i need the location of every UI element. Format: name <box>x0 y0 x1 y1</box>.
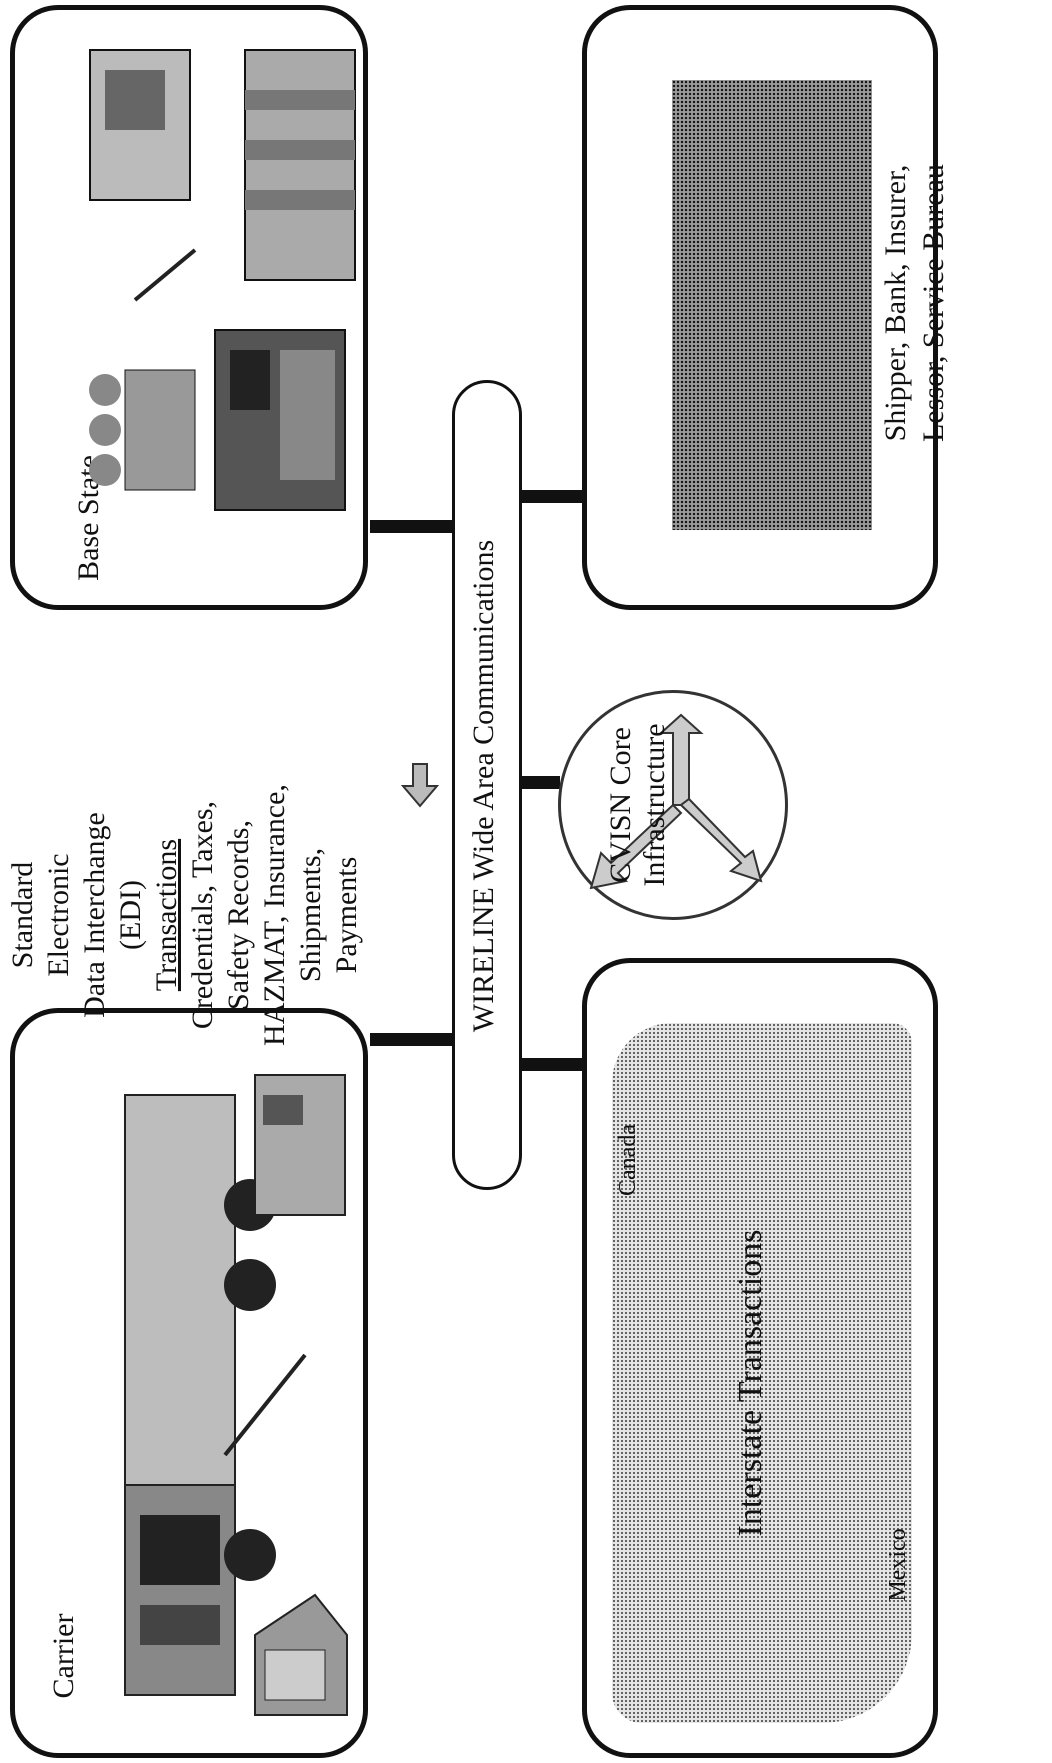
edi-line-10: Payments <box>330 856 363 974</box>
connector-base-state <box>370 520 452 533</box>
edi-line-5: Transactions <box>150 838 183 992</box>
connector-core <box>522 776 560 789</box>
interstate-transactions-label: Interstate Transactions <box>732 1229 769 1537</box>
wireline-bus: WIRELINE Wide Area Communications <box>452 380 522 1190</box>
base-state-box: Base State <box>10 5 368 610</box>
connector-carrier <box>370 1033 452 1046</box>
edi-line-7: Safety Records, <box>222 820 255 1010</box>
connector-shipper <box>522 490 582 503</box>
shipper-label-line2: Lessor, Service Bureau <box>917 164 950 442</box>
edi-text-block: Standard Electronic Data Interchange (ED… <box>5 625 395 1205</box>
tri-arrow-icon <box>589 713 763 890</box>
cvisn-core-label-line2: Infrastructure <box>638 723 671 887</box>
carrier-box: Carrier <box>10 1008 368 1758</box>
mexico-label: Mexico <box>885 1528 911 1602</box>
wireline-label: WIRELINE Wide Area Communications <box>467 539 500 1033</box>
shipper-label-line1: Shipper, Bank, Insurer, <box>879 164 912 442</box>
map-box: Canada Mexico Interstate Transactions <box>582 958 938 1758</box>
edi-line-3: Data Interchange <box>78 812 111 1018</box>
edi-line-9: Shipments, <box>294 847 327 983</box>
cvisn-core-label-line1: CVISN Core <box>604 727 637 883</box>
edi-line-6: Credentials, Taxes, <box>186 800 219 1030</box>
city-skyline-illustration <box>672 80 872 530</box>
arrow-right-icon <box>400 763 440 808</box>
edi-line-2: Electronic <box>42 853 75 977</box>
shipper-box: Shipper, Bank, Insurer, Lessor, Service … <box>582 5 950 610</box>
edi-line-8: HAZMAT, Insurance, <box>258 784 291 1046</box>
us-map-illustration <box>612 1023 912 1723</box>
canada-label: Canada <box>615 1124 641 1196</box>
edi-line-4: (EDI) <box>114 880 147 950</box>
base-state-illustration <box>89 49 356 511</box>
carrier-label: Carrier <box>47 1613 80 1699</box>
truck-illustration <box>124 1074 348 1716</box>
edi-line-1: Standard <box>6 861 39 969</box>
cvisn-core-circle: CVISN Core Infrastructure <box>558 690 788 920</box>
connector-map <box>522 1058 582 1071</box>
